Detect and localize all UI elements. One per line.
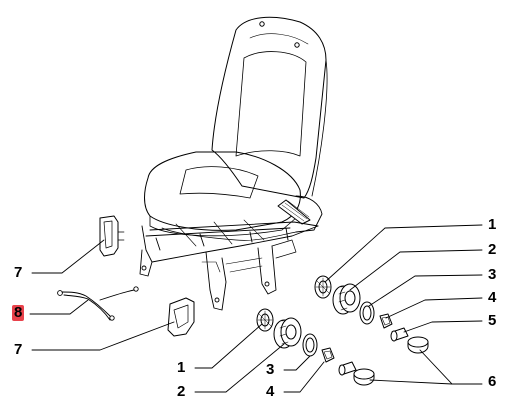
seat-illustration xyxy=(139,16,328,311)
bushing-bottom xyxy=(321,347,335,363)
seat-cushion xyxy=(144,151,301,231)
adjustment-knob-bottom xyxy=(273,317,302,349)
adjustment-knob-set-bottom xyxy=(256,308,375,386)
callout-2-bottom: 2 xyxy=(177,383,186,400)
release-cable xyxy=(57,286,139,321)
leader-lines xyxy=(29,224,483,393)
bushing-right xyxy=(379,313,393,329)
callout-5-right: 5 xyxy=(488,312,497,329)
knob-washer-right xyxy=(314,275,332,299)
pivot-pin-bottom xyxy=(338,361,357,376)
adjustment-knob-right xyxy=(332,283,361,315)
callout-1-right: 1 xyxy=(488,216,497,233)
spacer-ring-bottom xyxy=(302,333,318,357)
seat-side-cover-lower xyxy=(167,297,195,337)
callout-3-right: 3 xyxy=(488,266,497,283)
recliner-lever xyxy=(277,199,311,225)
callout-2-right: 2 xyxy=(488,241,497,258)
callout-3-bottom: 3 xyxy=(266,361,275,378)
seat-side-cover-upper xyxy=(99,215,125,257)
seat-frame xyxy=(139,219,319,311)
pivot-pin-right xyxy=(390,327,409,342)
callout-7-lower: 7 xyxy=(14,341,23,358)
seat-cushion-panel xyxy=(179,166,259,199)
callout-4-right: 4 xyxy=(488,289,497,306)
seat-backrest xyxy=(211,16,327,199)
callout-6-right: 6 xyxy=(488,373,497,390)
callout-8-highlighted: 8 xyxy=(12,304,25,321)
end-cap-right xyxy=(407,336,429,354)
knob-washer-bottom xyxy=(256,308,274,332)
callout-7-upper: 7 xyxy=(14,264,23,281)
adjustment-knob-set-right xyxy=(314,275,429,354)
callout-1-bottom: 1 xyxy=(177,359,186,376)
spacer-ring-right xyxy=(359,301,375,325)
callout-4-bottom: 4 xyxy=(266,383,275,400)
end-cap-bottom xyxy=(353,368,375,386)
seat-backrest-panel xyxy=(235,51,307,157)
